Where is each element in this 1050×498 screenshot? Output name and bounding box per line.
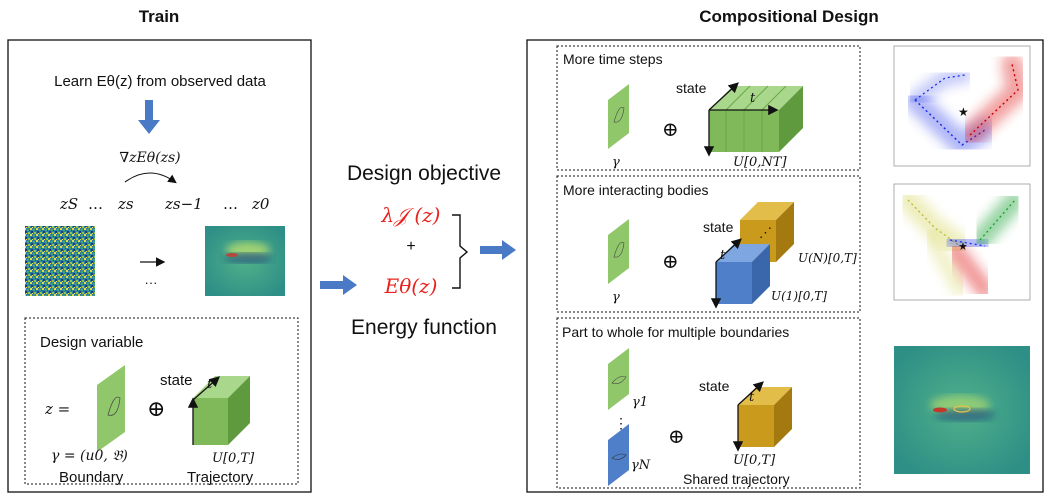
seq-zs-1: zs−1 (164, 195, 203, 213)
panel2-blue-cube (716, 244, 770, 304)
U-label: U[0,T] (212, 451, 255, 466)
noise-image (25, 226, 95, 296)
train-title: Train (139, 7, 180, 26)
field-image (205, 226, 285, 296)
t-label: t (207, 377, 213, 392)
seq-zs: zs (117, 195, 134, 213)
panel2-plane (608, 219, 629, 284)
panel2-U-N: U(N)[0,T] (798, 251, 857, 265)
panel1-oplus: ⊕ (662, 117, 679, 141)
panel3-gamma1: γ1 (632, 395, 648, 410)
panel-multiple-boundaries (556, 317, 861, 489)
boundary-label: Boundary (59, 469, 124, 486)
result-image-field (894, 346, 1030, 474)
seq-dots-2: … (223, 195, 238, 213)
t-axis (192, 376, 220, 401)
train-panel (7, 39, 312, 493)
panel1-state: state (676, 80, 707, 96)
seq-dots-1: … (88, 195, 103, 213)
panel1-t-axis-diag (708, 82, 739, 111)
seq-zS: zS (59, 195, 78, 213)
panel2-state: state (703, 219, 734, 235)
panel3-state: state (699, 378, 730, 394)
plus-sign: + (406, 238, 415, 255)
panel2-oplus: ⊕ (662, 249, 679, 273)
oplus: ⊕ (147, 397, 165, 422)
result-image-two-bodies: ★ (893, 45, 1031, 167)
design-variable-title: Design variable (40, 334, 143, 351)
panel3-t: t (749, 390, 755, 405)
panel2-dots: ⋰ (759, 226, 772, 241)
image-ellipsis: ··· (145, 275, 158, 290)
panel2-U-1: U(1)[0,T] (771, 289, 827, 303)
panel3-U: U[0,T] (733, 453, 776, 468)
arrow-to-middle (320, 275, 357, 295)
design-variable-box (24, 317, 299, 485)
lambda-J-term: λ𝒥 (z) (381, 203, 441, 227)
trajectory-label: Trajectory (187, 469, 254, 486)
brace (452, 214, 469, 289)
design-objective-label: Design objective (347, 162, 501, 185)
z-equals: z = (44, 400, 70, 418)
gamma-eq: γ = (u0, 𝔅) (51, 448, 128, 464)
state-label: state (160, 372, 193, 389)
panel1-plane (608, 84, 629, 149)
panel2-t-axis (715, 238, 742, 263)
panel1-title: More time steps (563, 51, 663, 67)
panel1-long-cube (709, 85, 803, 152)
panel1-U: U[0,NT] (733, 155, 787, 170)
seq-z0: z0 (251, 195, 270, 213)
energy-term: Eθ(z) (384, 274, 438, 298)
panel3-plane-N (608, 424, 629, 486)
panel2-t: t (720, 248, 726, 263)
panel2-title: More interacting bodies (563, 182, 709, 198)
curved-arrow (124, 172, 177, 184)
svg-text:★: ★ (958, 240, 968, 253)
down-arrow (138, 100, 160, 134)
boundary-plane (97, 365, 125, 452)
panel-time-steps (556, 45, 861, 171)
panel3-title: Part to whole for multiple boundaries (562, 324, 789, 340)
learn-text: Learn Eθ(z) from observed data (54, 73, 266, 90)
panel1-gamma: γ (612, 155, 620, 170)
svg-text:★: ★ (958, 105, 969, 119)
panel3-plane-1 (608, 348, 629, 410)
panel-interacting-bodies (556, 175, 861, 313)
compositional-title: Compositional Design (699, 7, 878, 26)
compositional-panel (526, 39, 1044, 493)
panel3-shared: Shared trajectory (683, 471, 790, 487)
panel3-gold-cube (738, 387, 792, 447)
result-image-three-bodies: ★ (893, 183, 1031, 301)
energy-function-label: Energy function (351, 316, 497, 339)
trajectory-cube (193, 376, 250, 445)
panel2-gamma: γ (612, 290, 620, 305)
panel3-gammaN: γN (631, 458, 651, 473)
panel1-t: t (750, 91, 756, 106)
panel3-t-axis (737, 381, 764, 406)
arrow-to-compositional (480, 240, 516, 260)
panel3-oplus: ⊕ (668, 424, 685, 448)
gradient-label: ∇zEθ(zs) (119, 150, 180, 166)
